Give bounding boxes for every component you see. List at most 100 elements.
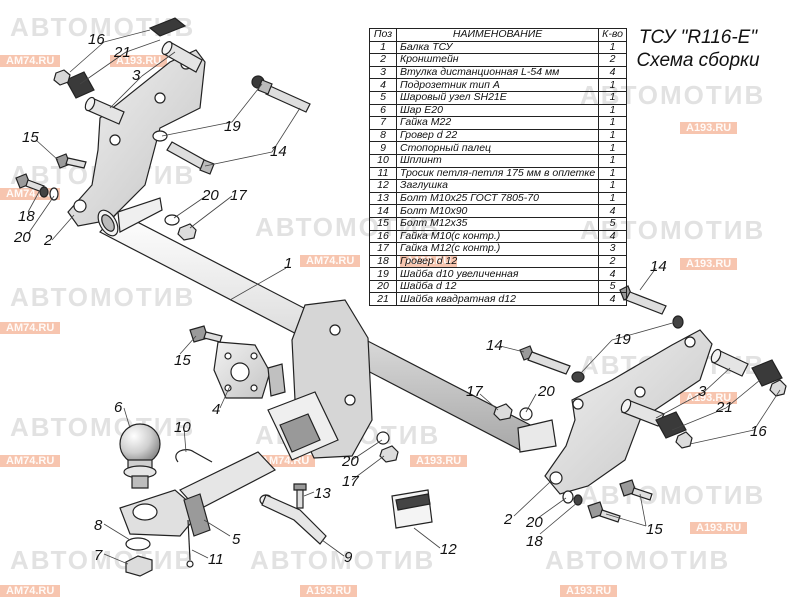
title-line-2: Схема сборки <box>636 50 760 71</box>
bolt <box>189 325 223 343</box>
nut <box>769 379 787 397</box>
leader-lines <box>27 29 781 565</box>
cell-name: Гайка М22 <box>395 116 600 130</box>
ball-mount <box>119 451 276 537</box>
receiver-mount <box>267 299 373 461</box>
washer <box>49 187 59 201</box>
callout: 17 <box>466 383 483 400</box>
cell-pos: 6 <box>369 103 397 118</box>
callout: 21 <box>113 44 131 61</box>
cell-qty: 4 <box>598 229 627 244</box>
cell-qty: 1 <box>598 40 627 55</box>
cell-pos: 20 <box>369 279 397 294</box>
nut <box>379 445 399 463</box>
spacer-sleeve <box>84 41 203 125</box>
cell-pos: 16 <box>369 229 397 244</box>
square-washer <box>655 411 687 439</box>
cell-name: Заглушка <box>395 179 600 193</box>
spacer-sleeve <box>620 348 749 427</box>
cell-name: Гайка М12(с контр.) <box>395 242 600 256</box>
cell-name: Кронштейн <box>395 53 600 67</box>
grover-washer <box>125 537 151 551</box>
nut <box>675 431 693 449</box>
cell-qty: 4 <box>598 267 627 281</box>
callout: 10 <box>174 419 191 436</box>
callout: 2 <box>503 511 513 528</box>
cell-pos: 7 <box>369 116 397 130</box>
cable-loop <box>186 560 194 568</box>
bolt <box>587 501 621 523</box>
callout: 2 <box>43 232 53 249</box>
cell-pos: 17 <box>369 242 397 256</box>
cell-pos: 15 <box>369 216 397 231</box>
cotter-pin <box>175 449 213 463</box>
title-line-1: ТСУ "R116-E" <box>638 27 758 48</box>
callout: 8 <box>94 517 103 534</box>
bolt <box>519 345 571 375</box>
callout: 21 <box>715 399 733 416</box>
square-washer <box>65 17 187 99</box>
cell-name: Гровер d 22 <box>395 128 600 143</box>
cell-qty: 4 <box>598 204 627 218</box>
cell-qty: 4 <box>598 65 627 80</box>
cell-pos: 11 <box>369 166 397 181</box>
tow-ball <box>119 423 161 489</box>
cell-name: Подрозетник тип А <box>395 78 600 92</box>
cell-name: Шплинт <box>395 153 600 168</box>
callouts: 16 21 3 19 14 15 18 20 2 20 17 1 14 19 1… <box>13 31 767 568</box>
nut <box>493 403 513 421</box>
cell-qty: 1 <box>598 141 627 155</box>
cell-qty: 1 <box>598 78 627 92</box>
bolt <box>55 153 87 169</box>
callout: 7 <box>94 547 103 564</box>
cell-name: Гровер d 12 <box>395 254 600 269</box>
cable <box>187 519 191 561</box>
cell-qty: 1 <box>598 191 627 206</box>
cell-pos: 18 <box>369 254 397 269</box>
cell-qty: 5 <box>598 216 627 231</box>
cell-pos: 3 <box>369 65 397 80</box>
diagram-title: ТСУ "R116-E" Схема сборки <box>598 26 798 72</box>
plug-cap <box>391 489 433 529</box>
lock-pin <box>259 494 327 545</box>
callout: 9 <box>344 549 353 566</box>
callout: 11 <box>208 551 224 568</box>
cell-pos: 19 <box>369 267 397 281</box>
callout: 16 <box>750 423 767 440</box>
header-pos: Поз <box>369 28 397 42</box>
callout: 4 <box>212 401 220 418</box>
cell-qty: 2 <box>598 53 627 67</box>
bolt <box>293 483 307 509</box>
header-qty: К-во <box>598 28 627 42</box>
bolt <box>619 479 653 501</box>
cell-qty: 1 <box>598 103 627 118</box>
cell-pos: 8 <box>369 128 397 143</box>
callout: 15 <box>646 521 663 538</box>
callout: 15 <box>174 352 191 369</box>
cell-qty: 1 <box>598 116 627 130</box>
cell-qty: 1 <box>598 179 627 193</box>
cell-name: Тросик петля-петля 175 мм в оплетке <box>395 166 600 181</box>
cell-name: Шайба d 12 <box>395 279 600 294</box>
callout: 20 <box>525 514 543 531</box>
callout: 1 <box>284 255 292 272</box>
callout: 19 <box>614 331 631 348</box>
cell-name: Болт М12х35 <box>395 216 600 231</box>
bolt <box>166 141 215 175</box>
cell-qty: 5 <box>598 279 627 294</box>
callout: 16 <box>88 31 105 48</box>
spring-washer <box>39 186 49 198</box>
callout: 17 <box>230 187 247 204</box>
callout: 14 <box>650 258 667 275</box>
